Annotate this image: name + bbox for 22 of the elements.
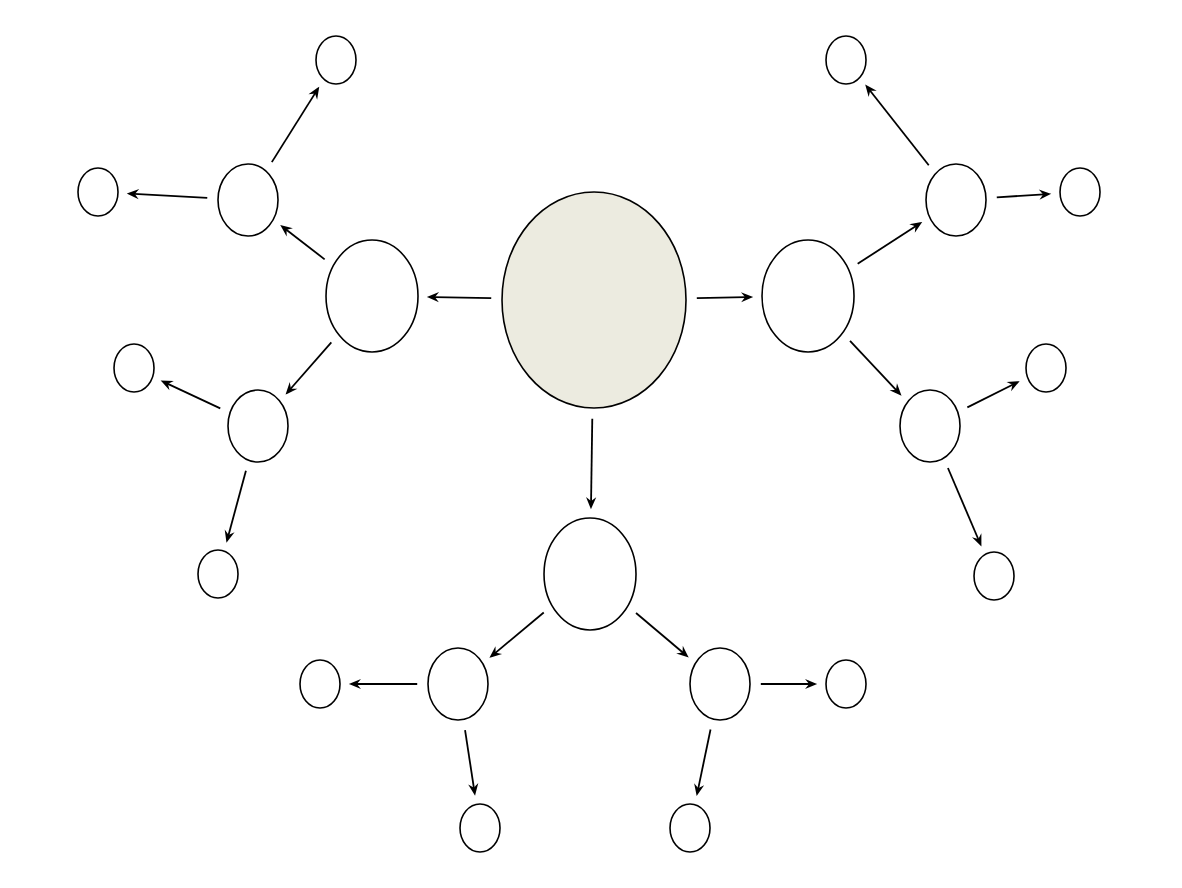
circle — [825, 35, 867, 85]
circle — [325, 239, 419, 353]
circle — [669, 803, 711, 853]
central-oval — [501, 191, 687, 409]
circle — [925, 163, 987, 237]
circle — [1025, 343, 1067, 393]
circle — [899, 389, 961, 463]
circle — [227, 389, 289, 463]
circle — [217, 163, 279, 237]
circle — [973, 551, 1015, 601]
circle — [77, 167, 119, 217]
circle — [197, 549, 239, 599]
circle — [299, 659, 341, 709]
circle — [427, 647, 489, 721]
circle — [825, 659, 867, 709]
circle — [761, 239, 855, 353]
circle — [543, 517, 637, 631]
circle — [459, 803, 501, 853]
circle — [1059, 167, 1101, 217]
circle — [689, 647, 751, 721]
circle — [315, 35, 357, 85]
circle — [113, 343, 155, 393]
